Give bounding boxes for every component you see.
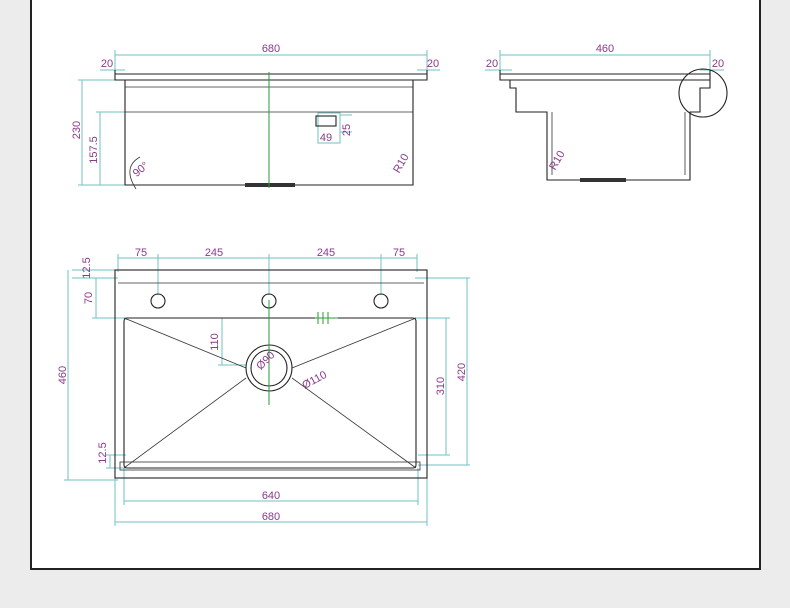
bottom-margin-label: 12.5 (97, 442, 109, 463)
overflow-width-label: 49 (320, 132, 332, 144)
overflow-height-label: 25 (341, 124, 353, 136)
drawing-frame (30, 0, 761, 570)
front-radius-label: R10 (391, 152, 411, 175)
hole-spacing-right-label: 75 (393, 247, 405, 259)
inner-width-label: 640 (262, 490, 280, 502)
bowl-depth-label: 310 (435, 377, 447, 395)
outer-width-label: 680 (262, 511, 280, 523)
front-height-label: 230 (71, 121, 83, 139)
inner-depth-label: 420 (456, 363, 468, 381)
deck-depth-label: 70 (83, 292, 95, 304)
front-width-label: 680 (262, 43, 280, 55)
hole-spacing-mid-left-label: 245 (205, 247, 223, 259)
side-radius-label: R10 (547, 149, 567, 172)
front-depth-label: 157.5 (88, 136, 100, 164)
side-flange-right-label: 20 (712, 58, 724, 70)
top-margin-label: 12.5 (81, 257, 93, 278)
side-depth-label: 460 (596, 43, 614, 55)
front-view: 680 20 20 230 157.5 90° R10 49 25 (71, 43, 440, 190)
hole-spacing-mid-right-label: 245 (317, 247, 335, 259)
side-flange-left-label: 20 (486, 58, 498, 70)
drain-outer-label: Ø110 (300, 369, 329, 392)
drain-offset-label: 110 (209, 333, 221, 351)
side-view: 460 20 20 R10 (485, 43, 728, 182)
total-depth-label: 460 (57, 366, 69, 384)
top-view: 75 245 245 75 12.5 70 460 110 Ø90 Ø110 3… (57, 247, 470, 526)
front-flange-right-label: 20 (427, 58, 439, 70)
front-flange-left-label: 20 (101, 58, 113, 70)
front-angle-label: 90° (131, 160, 151, 180)
drain-inner-label: Ø90 (254, 349, 277, 372)
hole-spacing-left-label: 75 (135, 247, 147, 259)
